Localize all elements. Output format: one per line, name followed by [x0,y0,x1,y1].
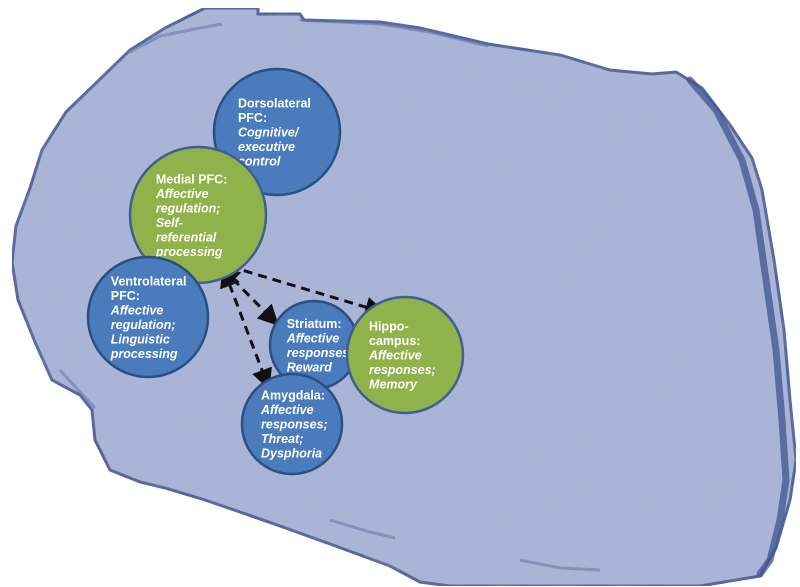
node-desc-line-dorsolateral-pfc: executive [238,140,295,154]
node-title-line-dorsolateral-pfc: Dorsolateral [238,97,311,111]
node-title-line-medial-pfc: Medial PFC: [156,172,228,186]
brain-fold-right [686,76,790,578]
node-circle-amygdala [240,372,344,476]
node-title-line-hippocampus: Hippo- [369,320,409,334]
connection-arrows [210,256,387,390]
node-desc-line-dorsolateral-pfc: Cognitive/ [238,126,300,140]
node-desc-line-striatum: Affective [286,331,340,345]
node-desc-line-amygdala: Threat; [261,432,303,446]
brain-fold-lower-left [58,368,97,410]
node-desc-line-medial-pfc: Affective [155,187,209,201]
node-desc-line-ventrolateral-pfc: regulation; [111,318,176,332]
node-title-line-ventrolateral-pfc: Ventrolateral [111,274,187,288]
node-desc-line-ventrolateral-pfc: processing [110,347,178,361]
node-desc-line-hippocampus: Memory [369,378,418,392]
node-circle-hippocampus [345,295,465,415]
node-desc-line-medial-pfc: processing [155,245,223,259]
node-title-line-amygdala: Amygdala: [261,389,325,403]
node-circle-dorsolateral-pfc [212,67,342,197]
node-desc-line-medial-pfc: regulation; [156,201,221,215]
node-desc-line-medial-pfc: Self- [156,216,183,230]
node-desc-line-amygdala: Dysphoria [261,447,322,461]
node-title-line-striatum: Striatum: [287,317,342,331]
node-desc-line-striatum: Reward [287,360,333,374]
node-title-line-ventrolateral-pfc: PFC: [111,289,140,303]
brain-fold-top [299,18,489,48]
brain-fold-bottom [329,518,396,540]
node-circle-ventrolateral-pfc [86,255,210,379]
node-desc-line-striatum: responses; [287,346,354,360]
brain-fold-bottom-right [519,558,601,572]
node-title-line-dorsolateral-pfc: PFC: [238,111,267,125]
node-desc-line-amygdala: responses; [261,418,328,432]
node-desc-line-hippocampus: Affective [368,349,422,363]
node-desc-line-hippocampus: responses; [369,363,436,377]
node-desc-line-amygdala: Affective [260,403,314,417]
node-desc-line-medial-pfc: referential [156,230,217,244]
node-desc-line-ventrolateral-pfc: Linguistic [111,332,170,346]
brain-fold-upper-left [129,22,223,54]
node-title-line-hippocampus: campus: [369,334,420,348]
node-desc-line-dorsolateral-pfc: control [238,155,281,169]
node-desc-line-ventrolateral-pfc: Affective [110,303,164,317]
